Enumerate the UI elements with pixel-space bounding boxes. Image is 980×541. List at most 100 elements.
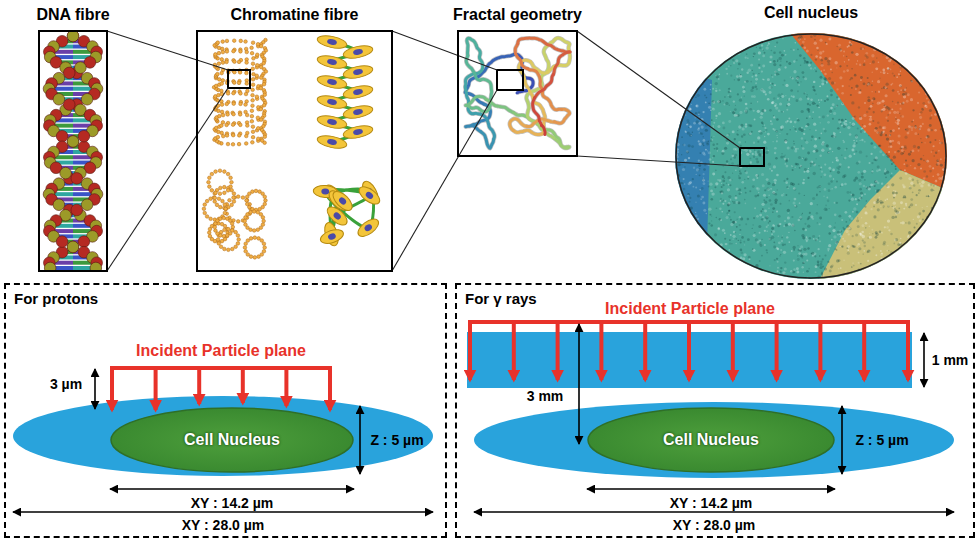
illustration-part: [245, 61, 249, 65]
illustration-part: [918, 91, 920, 93]
illustration-part: [747, 176, 749, 178]
illustration-part: [259, 76, 263, 80]
illustration-part: [933, 155, 934, 156]
illustration-part: [249, 255, 253, 259]
illustration-part: [252, 210, 256, 214]
illustration-part: [821, 59, 823, 61]
illustration-part: [870, 275, 872, 277]
illustration-part: [718, 253, 721, 256]
illustration-part: [698, 160, 700, 162]
illustration-part: [753, 155, 755, 157]
illustration-part: [804, 195, 805, 196]
illustration-part: [801, 137, 803, 139]
illustration-part: [234, 245, 238, 249]
illustration-part: [905, 52, 907, 54]
illustration-part: [806, 270, 809, 273]
illustration-part: [934, 231, 936, 233]
illustration-part: [848, 199, 850, 201]
illustration-part: [869, 123, 872, 126]
illustration-part: [766, 252, 768, 254]
illustration-part: [780, 97, 781, 98]
illustration-part: [772, 230, 775, 233]
illustration-part: [858, 247, 861, 250]
illustration-part: [221, 113, 225, 117]
illustration-part: [78, 130, 90, 142]
illustration-part: [839, 65, 841, 67]
illustration-part: [709, 63, 712, 66]
illustration-part: [776, 210, 778, 212]
illustration-part: [796, 271, 799, 274]
illustration-part: [342, 64, 374, 81]
illustration-part: [841, 183, 844, 186]
illustration-part: [853, 274, 856, 277]
illustration-part: [819, 85, 821, 87]
illustration-part: [842, 246, 844, 248]
illustration-part: [259, 107, 263, 111]
dna-helix-drawing: [43, 32, 103, 270]
illustration-part: [835, 186, 837, 188]
illustration-part: [733, 148, 736, 151]
illustration-part: [753, 56, 754, 57]
illustration-part: [798, 192, 800, 194]
illustration-part: [226, 142, 230, 146]
illustration-part: [921, 181, 924, 184]
illustration-part: [872, 233, 873, 234]
illustration-part: [675, 130, 677, 132]
illustration-part: [353, 108, 364, 115]
illustration-part: [753, 234, 756, 237]
illustration-part: [791, 216, 793, 218]
illustration-part: [846, 69, 849, 72]
illustration-part: [931, 241, 934, 244]
illustration-part: [226, 172, 230, 176]
illustration-part: [875, 67, 878, 70]
illustration-part: [683, 178, 685, 180]
illustration-part: [837, 147, 840, 150]
illustration-part: [941, 220, 943, 222]
illustration-part: [943, 236, 945, 238]
illustration-part: [861, 194, 863, 196]
illustration-part: [708, 185, 710, 187]
illustration-part: [928, 184, 931, 187]
illustration-part: [327, 38, 338, 45]
illustration-part: [90, 262, 102, 270]
illustration-part: [263, 195, 267, 199]
illustration-part: [231, 247, 235, 251]
illustration-part: [678, 97, 680, 99]
illustration-part: [711, 65, 714, 68]
illustration-part: [912, 59, 913, 60]
illustration-part: [706, 97, 708, 99]
illustration-part: [233, 60, 237, 64]
illustration-part: [747, 218, 750, 221]
illustration-part: [886, 109, 887, 110]
illustration-part: [688, 239, 691, 242]
illustration-part: [319, 227, 346, 246]
illustration-part: [905, 128, 908, 131]
illustration-part: [753, 217, 755, 219]
illustration-part: [726, 160, 728, 162]
illustration-part: [218, 169, 222, 173]
illustration-part: [882, 266, 885, 269]
illustration-part: [239, 123, 243, 127]
illustration-part: [244, 249, 248, 253]
illustration-part: [911, 72, 913, 74]
illustration-part: [932, 145, 934, 147]
illustration-part: [251, 78, 255, 82]
illustration-part: [792, 224, 795, 227]
illustration-part: [747, 33, 750, 36]
illustration-part: [203, 203, 207, 207]
illustration-part: [221, 134, 225, 138]
illustration-part: [772, 141, 773, 142]
illustration-part: [845, 120, 847, 122]
illustration-part: [721, 152, 724, 155]
illustration-part: [745, 203, 747, 205]
illustration-part: [217, 62, 221, 66]
illustration-part: [771, 50, 773, 52]
illustration-part: [692, 256, 694, 258]
illustration-part: [862, 239, 864, 241]
illustration-part: [863, 250, 865, 252]
illustration-part: [898, 73, 900, 75]
illustration-part: [843, 174, 846, 177]
illustration-part: [807, 152, 810, 155]
illustration-part: [715, 90, 717, 92]
illustration-part: [353, 48, 364, 55]
